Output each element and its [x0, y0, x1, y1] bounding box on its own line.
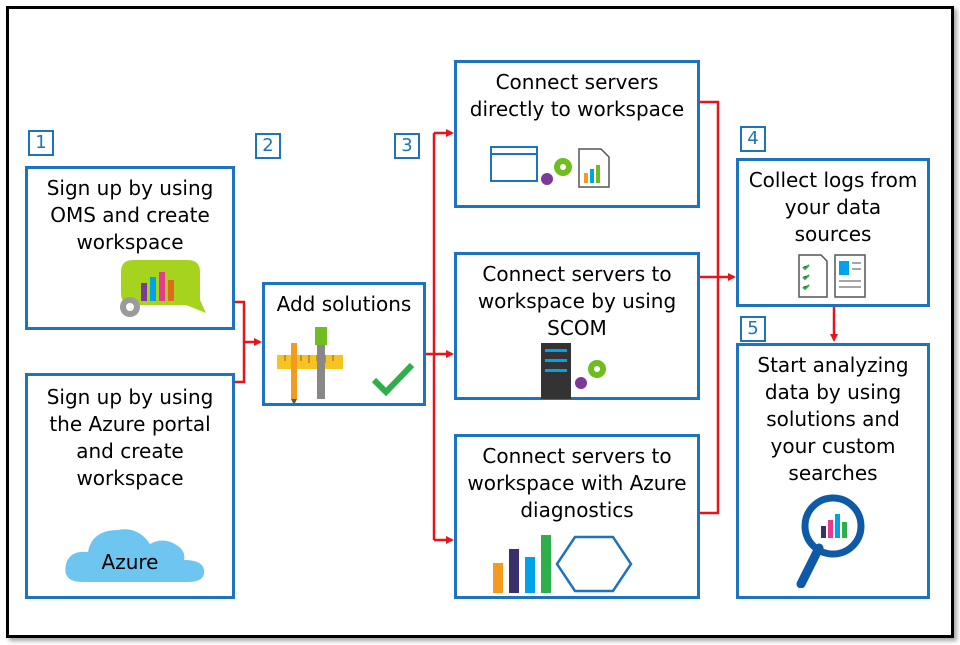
connect-azure-diag-text: Connect servers to workspace with Azure …: [467, 444, 687, 522]
signup-azure-box: Sign up by using the Azure portal and cr…: [25, 373, 235, 599]
scom-server-icon: [541, 343, 606, 399]
connect-direct-text: Connect servers directly to workspace: [469, 70, 685, 121]
oms-chart-icon: [120, 260, 206, 317]
diagnostics-bars-icon: [493, 535, 633, 593]
checkmark-icon: [371, 362, 415, 397]
step-number-4: 4: [740, 126, 766, 152]
magnifier-chart-icon: [796, 494, 865, 588]
connect-scom-box: Connect servers to workspace by using SC…: [454, 252, 700, 400]
start-analyzing-text: Start analyzing data by using solutions …: [757, 353, 909, 485]
signup-azure-text: Sign up by using the Azure portal and cr…: [46, 385, 214, 490]
step-number-3: 3: [394, 133, 420, 159]
connect-direct-box: Connect servers directly to workspace: [454, 60, 700, 208]
collect-logs-box: Collect logs from your data sources: [736, 158, 930, 307]
step-number-1: 1: [28, 130, 54, 156]
azure-cloud-icon: [65, 529, 205, 582]
signup-oms-box: Sign up by using OMS and create workspac…: [25, 166, 235, 330]
tools-icon: [277, 327, 343, 403]
step-number-2: 2: [255, 133, 281, 159]
collect-logs-text: Collect logs from your data sources: [748, 168, 918, 246]
connect-azure-diag-box: Connect servers to workspace with Azure …: [454, 434, 700, 599]
documents-icon: [798, 254, 866, 298]
add-solutions-text: Add solutions: [276, 292, 412, 316]
start-analyzing-box: Start analyzing data by using solutions …: [736, 343, 930, 599]
server-window-gear-icon: [490, 146, 610, 188]
connect-scom-text: Connect servers to workspace by using SC…: [477, 262, 677, 340]
signup-oms-text: Sign up by using OMS and create workspac…: [46, 176, 214, 254]
add-solutions-box: Add solutions: [262, 282, 426, 406]
step-number-5: 5: [740, 316, 766, 342]
azure-label: Azure: [101, 550, 159, 574]
